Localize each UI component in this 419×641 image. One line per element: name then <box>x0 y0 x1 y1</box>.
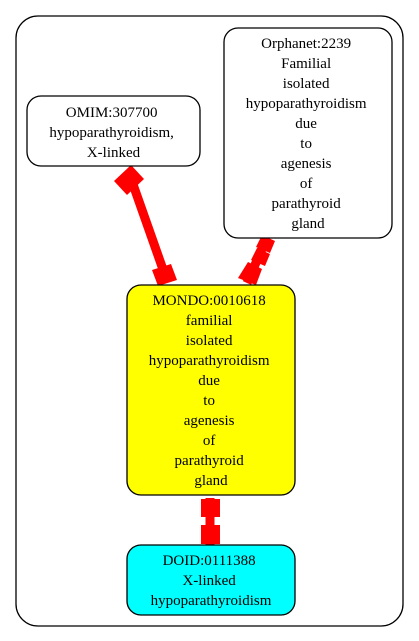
node-mondo[interactable]: MONDO:0010618 familial isolated hypopara… <box>126 284 296 496</box>
node-box <box>223 27 393 239</box>
node-label-line: Orphanet:2239 <box>261 36 351 52</box>
node-label-line: hypoparathyroidism, <box>49 125 174 141</box>
node-label-line: parathyroid <box>175 453 245 469</box>
node-label: Orphanet:2239 Familial isolated hypopara… <box>246 36 371 232</box>
edge-start-marker <box>114 165 144 195</box>
cluster-frame <box>15 15 404 627</box>
edge-end-marker <box>238 262 262 285</box>
node-label: MONDO:0010618 familial isolated hypopara… <box>149 293 274 489</box>
node-orphanet[interactable]: Orphanet:2239 Familial isolated hypopara… <box>223 27 393 239</box>
node-box <box>126 284 296 496</box>
node-box <box>26 95 201 167</box>
node-label-line: X-linked <box>182 573 236 589</box>
edge-start-marker <box>201 499 220 517</box>
node-box <box>126 544 296 616</box>
node-label-line: due <box>198 373 220 389</box>
edge-start-marker <box>256 235 275 253</box>
node-label-line: to <box>203 393 215 409</box>
node-label-line: parathyroid <box>272 196 342 212</box>
node-label-line: hypoparathyroidism <box>151 593 272 609</box>
node-label-line: of <box>203 433 216 449</box>
edge-start-marker <box>251 248 270 266</box>
edge-end-marker <box>152 264 177 286</box>
node-label-line: hypoparathyroidism <box>246 96 367 112</box>
node-label-line: agenesis <box>184 413 235 429</box>
node-label-line: to <box>300 136 312 152</box>
node-label-line: hypoparathyroidism <box>149 353 270 369</box>
edge-end-marker <box>201 525 220 544</box>
edge-omim-mondo <box>114 165 177 286</box>
node-label-line: due <box>295 116 317 132</box>
node-label-line: X-linked <box>87 145 141 161</box>
node-label-line: gland <box>194 473 228 489</box>
node-label-line: agenesis <box>281 156 332 172</box>
node-label-line: gland <box>291 216 325 232</box>
node-label: OMIM:307700 hypoparathyroidism, X-linked <box>49 105 177 161</box>
node-label-line: MONDO:0010618 <box>152 293 265 309</box>
node-omim[interactable]: OMIM:307700 hypoparathyroidism, X-linked <box>26 95 201 167</box>
node-label-line: DOID:0111388 <box>163 553 256 569</box>
edge-mondo-doid <box>201 498 220 545</box>
node-doid[interactable]: DOID:0111388 X-linked hypoparathyroidism <box>126 544 296 616</box>
node-label-line: of <box>300 176 313 192</box>
node-label-line: isolated <box>186 333 233 349</box>
node-label: DOID:0111388 X-linked hypoparathyroidism <box>151 553 272 609</box>
node-label-line: Familial <box>281 56 331 72</box>
node-label-line: familial <box>186 313 233 329</box>
edge-orphanet-mondo <box>238 235 275 285</box>
node-label-line: isolated <box>283 76 330 92</box>
node-label-line: OMIM:307700 <box>66 105 158 121</box>
